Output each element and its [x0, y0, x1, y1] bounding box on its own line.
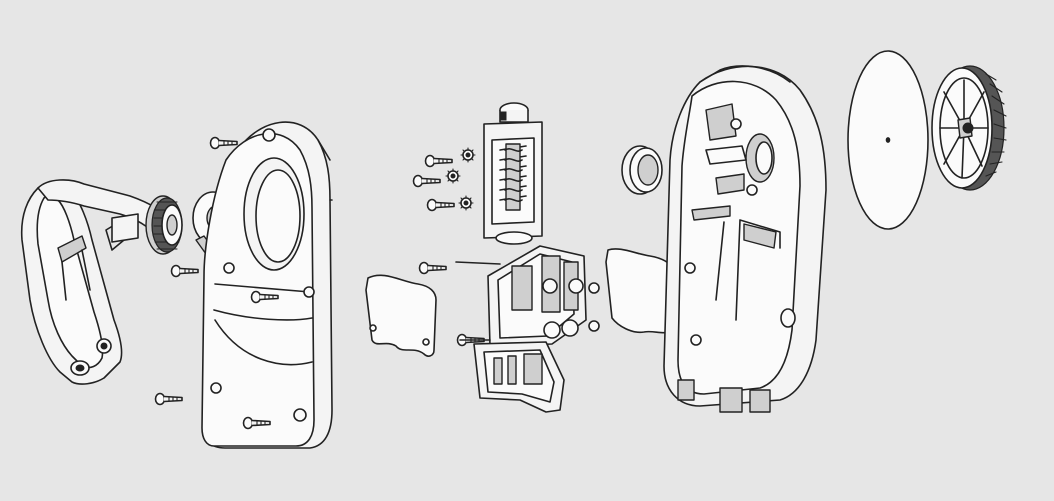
gear-icon: [145, 195, 183, 255]
pulley-icon: [931, 65, 1007, 191]
gasket-icon: [365, 274, 437, 357]
spring-icon: [483, 102, 543, 245]
mechanism-icon: [455, 245, 600, 413]
disc-icon: [847, 50, 929, 230]
ring-icon: [621, 145, 663, 195]
gasket-icon: [605, 248, 675, 334]
cover-plate-icon: [201, 121, 333, 449]
housing-icon: [663, 65, 827, 413]
